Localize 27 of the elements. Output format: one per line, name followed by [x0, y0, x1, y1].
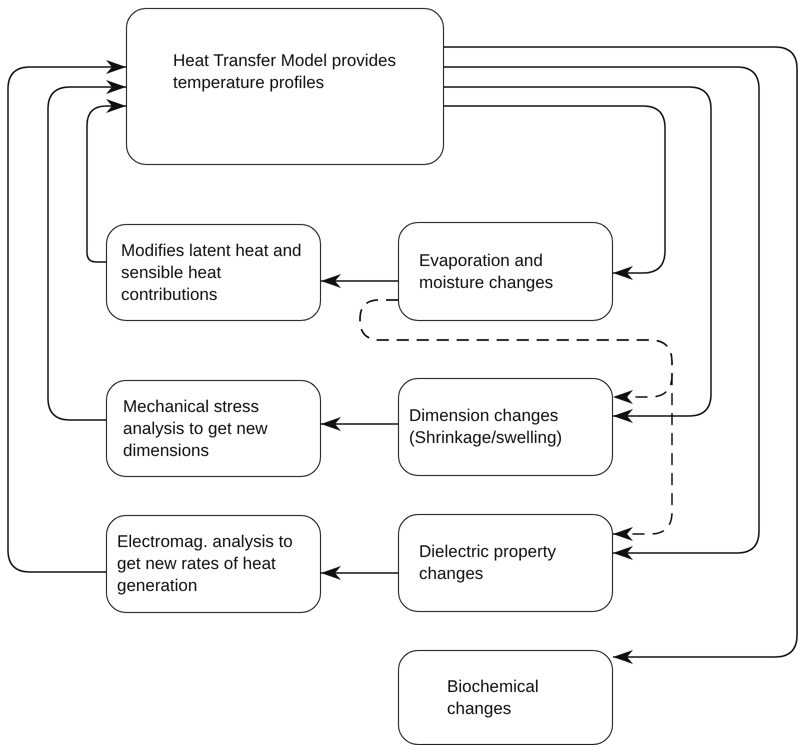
arrow: [321, 566, 398, 580]
box-text: Dielectric property changes: [419, 541, 557, 585]
process-box: [398, 514, 613, 612]
process-box: [126, 8, 444, 165]
arrow: [86, 99, 126, 263]
box-text: Modifies latent heat and sensible heat contributions: [121, 240, 303, 306]
box-text: Mechanical stress analysis to get new dimensions: [123, 396, 269, 462]
process-box: [106, 515, 321, 613]
arrow: [444, 66, 760, 560]
box-text: Biochemical changes: [447, 676, 540, 720]
process-box: [398, 650, 613, 745]
arrow: [321, 417, 398, 431]
arrow: [7, 60, 126, 573]
box-text: Electromag. analysis to get new rates of heat generation: [117, 531, 294, 597]
process-box: [398, 222, 613, 321]
box-text: Evaporation and moisture changes: [419, 250, 554, 294]
arrow: [321, 274, 398, 288]
box-text: Dimension changes (Shrinkage/swelling): [409, 405, 564, 449]
dashed-arrow: [359, 299, 673, 541]
arrow: [444, 105, 666, 280]
box-text: Heat Transfer Model provides temperature profiles: [173, 50, 397, 94]
arrow: [444, 46, 798, 664]
process-box: [398, 378, 613, 476]
process-box: [106, 380, 321, 477]
arrow: [444, 86, 712, 423]
process-box: [106, 224, 321, 321]
arrow: [47, 80, 126, 421]
